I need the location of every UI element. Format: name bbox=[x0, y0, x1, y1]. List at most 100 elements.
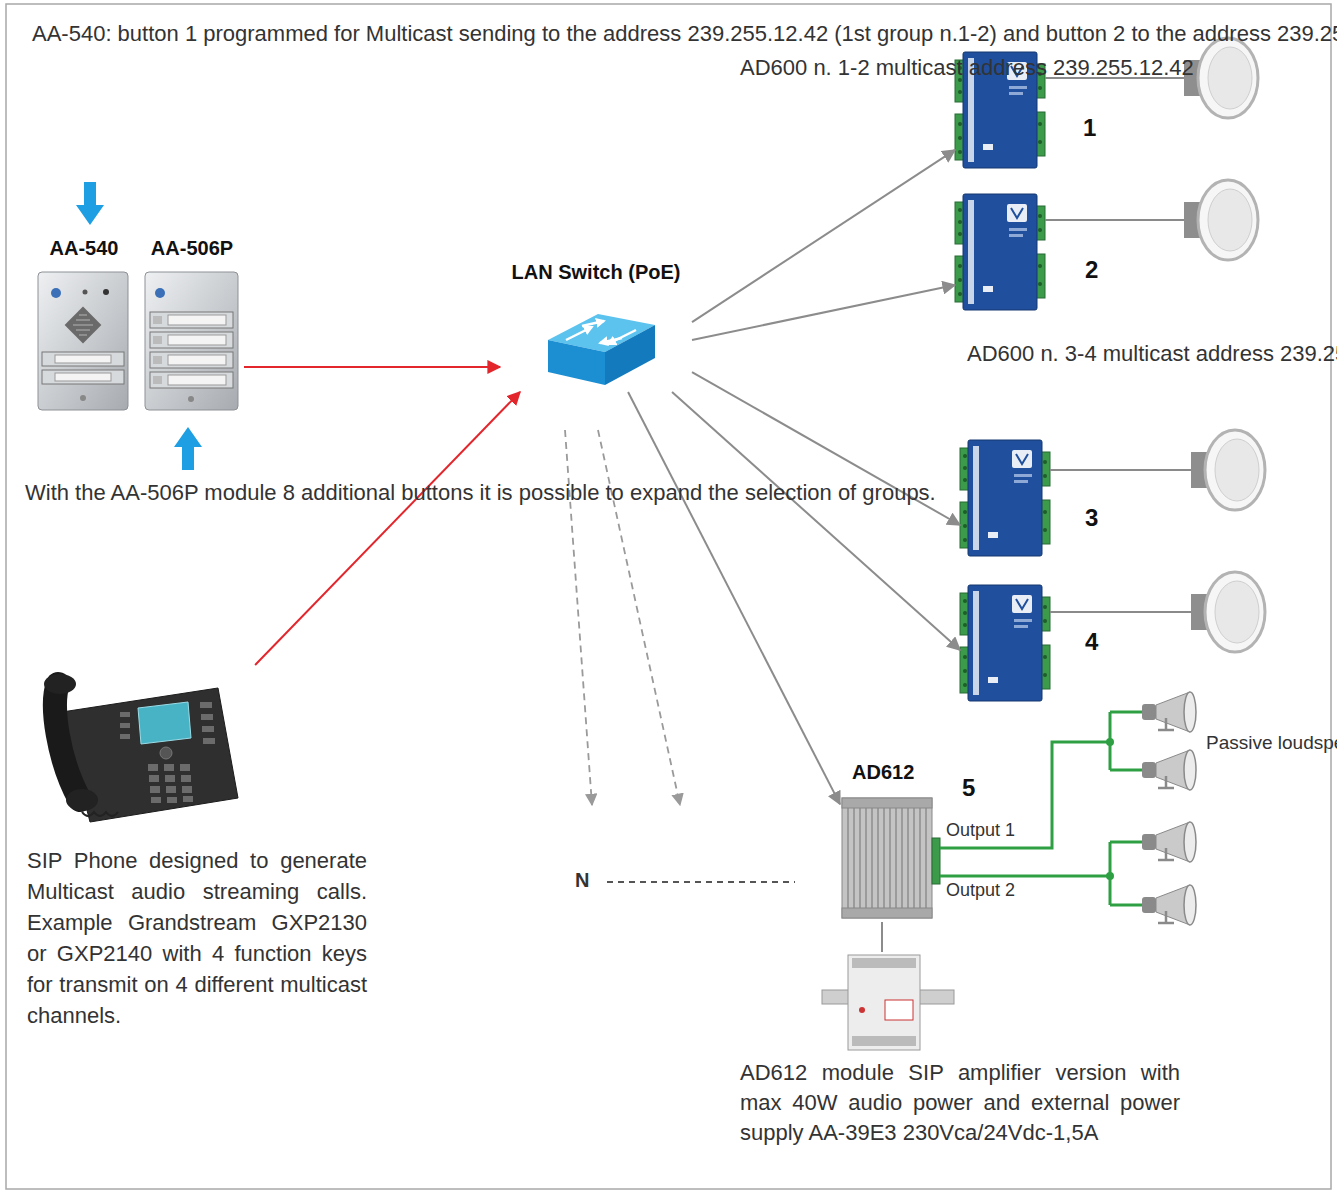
intercom-panel-picture bbox=[38, 272, 128, 410]
power-supply: AD612 module SIP amplifier version with … bbox=[738, 952, 1183, 1187]
intercom-panel-picture bbox=[73, 315, 93, 335]
count-label: N bbox=[575, 868, 589, 892]
sip-phone-picture bbox=[151, 797, 161, 803]
switch-icon bbox=[605, 325, 655, 385]
switch-icon bbox=[548, 314, 655, 385]
callout-number: 5 bbox=[962, 774, 975, 803]
amplifier-heatsink bbox=[842, 908, 932, 918]
sip-phone-picture bbox=[200, 702, 212, 708]
note-text-box: AA-540: button 1 programmed for Multicas… bbox=[32, 18, 1337, 49]
count-label-box: N bbox=[575, 868, 589, 892]
ad612-amplifier: AD6125 bbox=[840, 756, 980, 922]
button-module-picture bbox=[150, 332, 233, 348]
switch-icon bbox=[582, 321, 604, 326]
sip-phone-picture bbox=[148, 764, 193, 803]
sip-phone-picture bbox=[164, 764, 174, 771]
amplifier-heatsink bbox=[842, 798, 940, 918]
amplifier-heatsink bbox=[848, 808, 926, 908]
note-text-box: With the AA-506P module 8 additional but… bbox=[25, 478, 936, 508]
button-module-picture bbox=[153, 316, 162, 324]
button-module-picture bbox=[150, 372, 233, 388]
sip-phone-picture bbox=[82, 812, 118, 816]
network-link bbox=[244, 366, 500, 368]
callout-number: 2 bbox=[1085, 256, 1098, 285]
multicast-link bbox=[672, 392, 960, 650]
group-address-box: AD600 n. 1-2 multicast address 239.255.1… bbox=[740, 52, 1194, 83]
device-name: AA-506P bbox=[151, 236, 233, 260]
sip-phone-picture bbox=[181, 775, 191, 782]
intercom-panel-picture bbox=[42, 352, 124, 366]
button-module-picture bbox=[168, 375, 226, 385]
callout-number: 1 bbox=[1083, 114, 1096, 143]
note-text: With the AA-506P module 8 additional but… bbox=[25, 478, 936, 508]
switch-icon bbox=[548, 340, 605, 385]
sip-phone-picture bbox=[160, 747, 172, 759]
dashed-more-devices bbox=[607, 881, 795, 883]
intercom-panel-picture bbox=[38, 272, 128, 410]
callout-number: 3 bbox=[1085, 504, 1098, 533]
sip-phone-picture bbox=[66, 789, 98, 811]
switch-icon bbox=[566, 327, 592, 340]
wire-junction bbox=[1106, 738, 1114, 880]
sip-phone-picture bbox=[167, 797, 177, 803]
callout-number: 4 bbox=[1085, 628, 1098, 657]
intercom-panel-picture bbox=[65, 307, 102, 344]
blue-pointer-arrow bbox=[76, 182, 104, 225]
sip-phone-picture bbox=[148, 764, 158, 771]
button-module-picture bbox=[188, 396, 194, 402]
device-description: SIP Phone designed to generate Multicast… bbox=[27, 845, 367, 1031]
power-supply-picture bbox=[852, 1036, 916, 1046]
button-module-picture bbox=[153, 356, 162, 364]
intercom-panel-picture bbox=[83, 290, 88, 295]
sip-phone: SIP Phone designed to generate Multicast… bbox=[25, 665, 370, 1035]
sip-phone-picture bbox=[165, 775, 175, 782]
output-label: Output 2 bbox=[946, 880, 1015, 902]
network-link bbox=[255, 392, 520, 665]
device-name: AA-540 bbox=[50, 236, 119, 260]
multicast-link bbox=[692, 150, 955, 322]
speaker-wire bbox=[1045, 219, 1184, 221]
blue-pointer-arrow bbox=[174, 427, 202, 470]
sip-phone-picture bbox=[44, 674, 76, 694]
amplifier-heatsink bbox=[842, 798, 932, 918]
button-module-picture bbox=[145, 272, 238, 410]
sip-phone-picture bbox=[150, 786, 160, 793]
sip-phone-picture bbox=[120, 734, 130, 739]
horn-speaker bbox=[1142, 822, 1196, 862]
sip-phone-picture bbox=[182, 786, 192, 793]
connector-group bbox=[244, 150, 960, 952]
ceiling-speaker bbox=[1191, 430, 1265, 510]
button-module-picture bbox=[168, 355, 226, 365]
group-address-box: AD600 n. 3-4 multicast address 239.255.1… bbox=[967, 338, 1337, 369]
intercom-panel-picture bbox=[55, 355, 111, 363]
frame bbox=[6, 4, 1331, 1189]
horn-speaker bbox=[1142, 885, 1196, 925]
amplifier-heatsink bbox=[932, 838, 940, 884]
button-module-picture bbox=[145, 272, 238, 410]
sip-phone-picture bbox=[138, 702, 191, 744]
amplifier-heatsink bbox=[842, 798, 932, 808]
ad600-amplifier: 2 bbox=[955, 192, 1105, 312]
power-supply-picture bbox=[852, 958, 916, 968]
horn-speaker bbox=[1142, 692, 1196, 732]
ceiling-speaker bbox=[1184, 180, 1258, 260]
ceiling-speaker bbox=[1184, 38, 1258, 118]
power-supply-picture bbox=[885, 1000, 913, 1020]
sip-phone-picture bbox=[120, 723, 130, 728]
intercom-panel-picture bbox=[51, 288, 61, 298]
button-module-picture bbox=[153, 336, 162, 344]
sip-phone-picture bbox=[62, 688, 238, 822]
switch-icon bbox=[608, 330, 636, 344]
speaker-wire bbox=[1050, 611, 1191, 613]
sip-phone-picture bbox=[180, 764, 190, 771]
button-module-picture bbox=[150, 312, 233, 328]
output-wire bbox=[940, 712, 1142, 905]
button-module: AA-506P bbox=[140, 236, 244, 412]
sip-phone-picture bbox=[203, 738, 215, 744]
sip-phone-picture bbox=[120, 712, 130, 717]
intercom-panel-picture bbox=[103, 289, 109, 295]
output-wire bbox=[1110, 712, 1142, 770]
lan-switch: LAN Switch (PoE) bbox=[500, 258, 692, 392]
ad600-picture bbox=[960, 585, 1050, 701]
